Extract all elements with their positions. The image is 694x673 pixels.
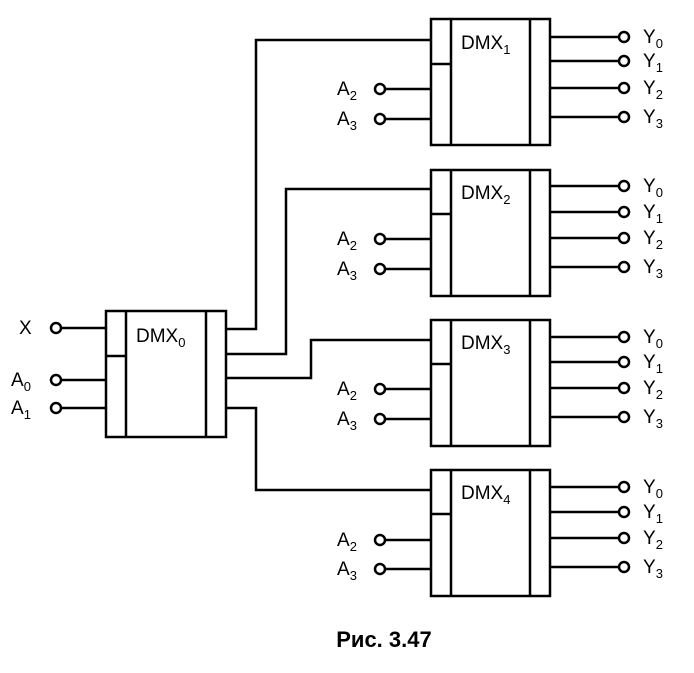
dmx3-output-y2: Y2 xyxy=(550,378,663,402)
dmx2-output-y3: Y3 xyxy=(550,257,663,281)
dmx4-a3-pin[interactable] xyxy=(373,562,387,576)
svg-text:A2: A2 xyxy=(337,79,357,103)
svg-text:Y0: Y0 xyxy=(643,477,663,501)
dmx4-y1-pin[interactable] xyxy=(617,505,631,519)
dmx2-a3-pin[interactable] xyxy=(373,262,387,276)
dmx4-address-a2: A2 xyxy=(337,530,431,554)
figure-caption: Рис. 3.47 xyxy=(336,627,431,652)
dmx3-y3-pin[interactable] xyxy=(617,410,631,424)
dmx4-y0-pin[interactable] xyxy=(617,480,631,494)
dmx0-block: DMX0 X A0 A1 xyxy=(11,309,228,439)
dmx1-a2-pin[interactable] xyxy=(373,82,387,96)
dmx1-output-y1: Y1 xyxy=(550,51,663,75)
dmx2-address-a3: A3 xyxy=(337,259,431,283)
dmx4-y2-pin[interactable] xyxy=(617,531,631,545)
svg-text:Y3: Y3 xyxy=(643,107,663,131)
svg-text:Y1: Y1 xyxy=(643,51,663,75)
dmx2-block: DMX2 A2 A3 Y0 Y1 Y2 Y3 xyxy=(337,168,663,298)
svg-text:A2: A2 xyxy=(337,379,357,403)
svg-text:Y1: Y1 xyxy=(643,352,663,376)
dmx2-output-y1: Y1 xyxy=(550,202,663,226)
svg-text:Y0: Y0 xyxy=(643,27,663,51)
dmx0-input-a0-pin[interactable] xyxy=(49,373,63,387)
svg-text:A0: A0 xyxy=(11,370,31,394)
dmx1-address-a3: A3 xyxy=(337,109,431,133)
svg-text:A3: A3 xyxy=(337,409,357,433)
wire-dmx0-to-dmx1 xyxy=(226,38,431,331)
dmx3-output-y3: Y3 xyxy=(550,407,663,431)
dmx1-a3-pin[interactable] xyxy=(373,112,387,126)
svg-text:A2: A2 xyxy=(337,229,357,253)
dmx3-label: DMX3 xyxy=(461,333,510,357)
dmx2-y3-pin[interactable] xyxy=(617,260,631,274)
dmx1-y1-pin[interactable] xyxy=(617,54,631,68)
dmx0-input-a1-pin[interactable] xyxy=(49,401,63,415)
svg-text:Y3: Y3 xyxy=(643,407,663,431)
dmx4-output-y1: Y1 xyxy=(550,502,663,526)
svg-text:Y0: Y0 xyxy=(643,176,663,200)
dmx2-a2-pin[interactable] xyxy=(373,232,387,246)
svg-text:Y3: Y3 xyxy=(643,257,663,281)
dmx1-block: DMX1 A2 A3 Y0 Y1 Y2 Y3 xyxy=(337,17,663,147)
dmx1-output-y3: Y3 xyxy=(550,107,663,131)
svg-text:A3: A3 xyxy=(337,259,357,283)
svg-text:Y0: Y0 xyxy=(643,327,663,351)
dmx2-y2-pin[interactable] xyxy=(617,231,631,245)
svg-text:Y2: Y2 xyxy=(643,78,663,102)
dmx4-output-y0: Y0 xyxy=(550,477,663,501)
wire-dmx0-to-dmx3 xyxy=(226,338,431,380)
dmx2-y0-pin[interactable] xyxy=(617,179,631,193)
svg-text:A3: A3 xyxy=(337,109,357,133)
dmx2-label: DMX2 xyxy=(461,183,510,207)
svg-text:Y2: Y2 xyxy=(643,378,663,402)
dmx0-input-a0: A0 xyxy=(11,370,106,394)
dmx1-output-y2: Y2 xyxy=(550,78,663,102)
wire-dmx0-to-dmx2 xyxy=(226,187,431,356)
dmx0-input-a1: A1 xyxy=(11,398,106,422)
dmx4-output-y2: Y2 xyxy=(550,528,663,552)
dmx1-y0-pin[interactable] xyxy=(617,30,631,44)
dmx3-block: DMX3 A2 A3 Y0 Y1 Y2 Y3 xyxy=(337,318,663,448)
dmx4-y3-pin[interactable] xyxy=(617,560,631,574)
svg-text:Y3: Y3 xyxy=(643,557,663,581)
dmx1-address-a2: A2 xyxy=(337,79,431,103)
svg-text:A3: A3 xyxy=(337,559,357,583)
svg-text:Y2: Y2 xyxy=(643,528,663,552)
dmx0-label: DMX0 xyxy=(136,326,185,350)
svg-text:X: X xyxy=(19,318,32,339)
dmx2-output-y2: Y2 xyxy=(550,228,663,252)
dmx4-label: DMX4 xyxy=(461,483,510,507)
svg-text:Y1: Y1 xyxy=(643,202,663,226)
dmx3-address-a2: A2 xyxy=(337,379,431,403)
wire-dmx0-to-dmx4 xyxy=(226,406,431,492)
dmx0-input-x: X xyxy=(19,318,106,339)
dmx3-address-a3: A3 xyxy=(337,409,431,433)
dmx4-a2-pin[interactable] xyxy=(373,533,387,547)
dmx3-output-y0: Y0 xyxy=(550,327,663,351)
dmx1-y2-pin[interactable] xyxy=(617,81,631,95)
dmx3-a3-pin[interactable] xyxy=(373,412,387,426)
dmx1-y3-pin[interactable] xyxy=(617,110,631,124)
svg-text:A1: A1 xyxy=(11,398,31,422)
svg-text:A2: A2 xyxy=(337,530,357,554)
dmx3-y1-pin[interactable] xyxy=(617,355,631,369)
dmx3-y0-pin[interactable] xyxy=(617,330,631,344)
dmx1-output-y0: Y0 xyxy=(550,27,663,51)
dmx2-address-a2: A2 xyxy=(337,229,431,253)
dmx4-block: DMX4 A2 A3 Y0 Y1 Y2 Y3 xyxy=(337,468,663,598)
dmx3-y2-pin[interactable] xyxy=(617,381,631,395)
dmx4-address-a3: A3 xyxy=(337,559,431,583)
dmx3-a2-pin[interactable] xyxy=(373,382,387,396)
svg-text:Y2: Y2 xyxy=(643,228,663,252)
dmx4-output-y3: Y3 xyxy=(550,557,663,581)
dmx2-y1-pin[interactable] xyxy=(617,205,631,219)
dmx0-input-x-pin[interactable] xyxy=(49,321,63,335)
svg-text:Y1: Y1 xyxy=(643,502,663,526)
dmx2-output-y0: Y0 xyxy=(550,176,663,200)
dmx3-output-y1: Y1 xyxy=(550,352,663,376)
dmx1-label: DMX1 xyxy=(461,33,510,57)
